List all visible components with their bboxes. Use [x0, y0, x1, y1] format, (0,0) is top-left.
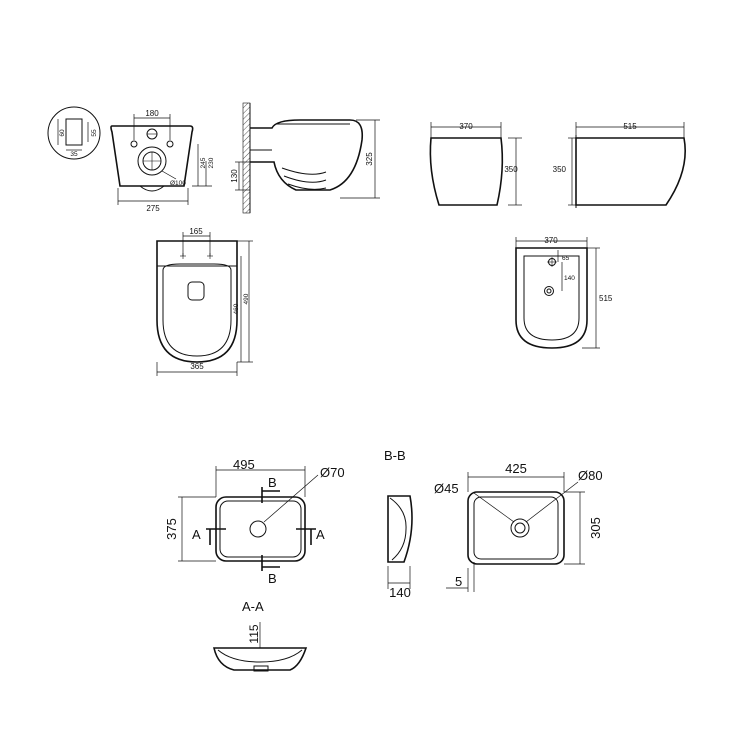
basin-section-bb: B-B 140 [384, 448, 413, 600]
bidet-plan-view: 370 65 140 515 [515, 236, 613, 349]
inlet-depth-label: 35 [70, 151, 78, 158]
basin-drain-dia-label: Ø70 [320, 465, 345, 480]
bolt-height-label: 245 [200, 157, 207, 168]
basin-plan-depth-label: 375 [164, 518, 179, 540]
bidet-side-height-label: 350 [553, 165, 567, 174]
basin-bowl-depth-label: 305 [588, 517, 603, 539]
outlet-floor-label: 130 [230, 169, 239, 183]
base-width-label: 275 [146, 204, 160, 213]
basin-bowl-view: 425 305 Ø80 Ø45 5 [434, 461, 603, 592]
bidet-tap-offset-label: 65 [562, 255, 570, 262]
toilet-inlet-detail: 60 55 35 [47, 106, 101, 160]
bidet-front-width-label: 370 [459, 122, 473, 131]
basin-plan-width-label: 495 [233, 457, 255, 472]
bidet-plan-width-label: 370 [544, 236, 558, 245]
toilet-side-view: 130 325 [230, 102, 380, 214]
basin-aa-height-label: 115 [247, 624, 261, 643]
bidet-drain-offset-label: 140 [564, 275, 575, 282]
plan-bolts-label: 165 [189, 227, 203, 236]
bidet-side-length-label: 515 [623, 122, 637, 131]
basin-bowl-width-label: 425 [505, 461, 527, 476]
outlet-height-label: 230 [208, 157, 215, 168]
plan-bolt-front-label: 460 [233, 303, 240, 314]
basin-rim-label: 5 [455, 574, 462, 589]
inlet-gap-label: 55 [91, 129, 98, 137]
toilet-back-view: 180 Ø100 275 245 230 [110, 109, 215, 213]
plan-length-label: 490 [243, 293, 250, 304]
bolt-spacing-label: 180 [145, 109, 159, 118]
bidet-front-view: 370 350 [429, 122, 522, 206]
outlet-dia-label: Ø100 [170, 180, 186, 187]
basin-cut-a-right: A [316, 527, 325, 542]
basin-drain-inner-label: Ø45 [434, 481, 459, 496]
bidet-front-height-label: 350 [504, 165, 518, 174]
basin-drain-outer-label: Ø80 [578, 468, 603, 483]
toilet-plan-view: 165 460 490 365 [156, 227, 253, 376]
basin-section-depth-label: 140 [389, 585, 411, 600]
basin-cut-b-bottom: B [268, 571, 277, 586]
bidet-side-view: 515 350 [553, 122, 686, 208]
inlet-height-label: 60 [59, 129, 66, 137]
basin-cut-b-top: B [268, 475, 277, 490]
basin-section-aa: A-A 115 [213, 599, 308, 672]
section-bb-title: B-B [384, 448, 406, 463]
section-aa-title: A-A [242, 599, 264, 614]
bidet-plan-length-label: 515 [599, 294, 613, 303]
basin-plan-view: 495 Ø70 375 B B A A [164, 457, 345, 586]
plan-width-label: 365 [190, 362, 204, 371]
side-height-label: 325 [365, 152, 374, 166]
basin-cut-a-left: A [192, 527, 201, 542]
